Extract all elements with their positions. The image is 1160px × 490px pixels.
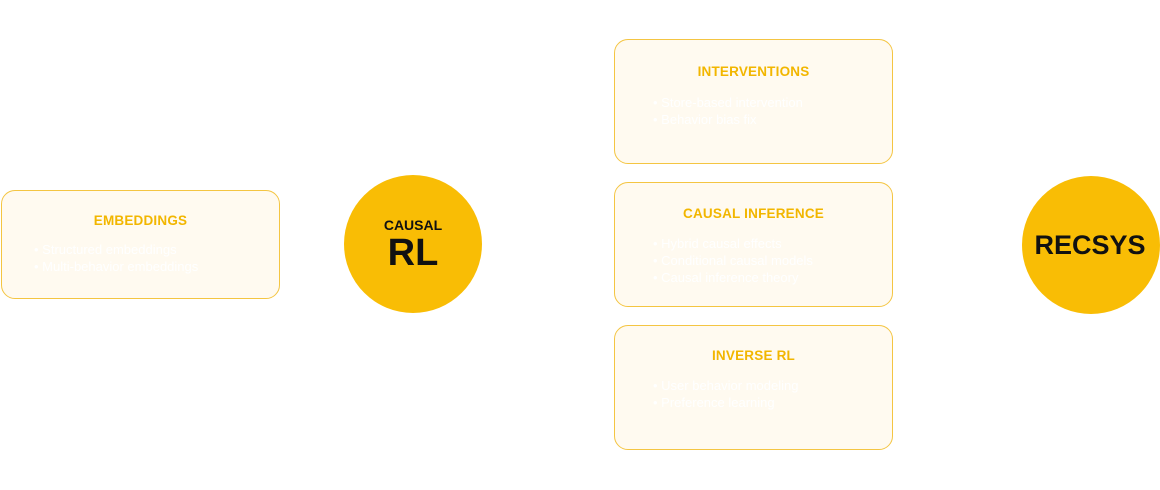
causal-rl-big-label: RL bbox=[387, 232, 439, 274]
interventions-list: • Store-based intervention • Behavior bi… bbox=[653, 94, 803, 128]
list-item: • Structured embeddings bbox=[34, 242, 177, 257]
list-item: • Causal inference theory bbox=[653, 270, 799, 285]
causal-inference-title: CAUSAL INFERENCE bbox=[683, 206, 824, 221]
inverse-rl-title: INVERSE RL bbox=[711, 348, 795, 363]
recsys-label: RECSYS bbox=[1034, 230, 1146, 260]
embeddings-title: EMBEDDINGS bbox=[93, 213, 188, 228]
causal-inference-list: • Hybrid causal effects • Conditional ca… bbox=[653, 235, 813, 286]
list-item: • Behavior bias fix bbox=[653, 112, 757, 127]
list-item: • Hybrid causal effects bbox=[653, 236, 782, 251]
recsys-circle: RECSYS bbox=[1022, 176, 1160, 314]
list-item: • User behavior modeling bbox=[653, 378, 799, 393]
list-item: • Preference learning bbox=[653, 395, 775, 410]
interventions-card: INTERVENTIONS • Store-based intervention… bbox=[614, 39, 893, 164]
inverse-rl-card: INVERSE RL • User behavior modeling • Pr… bbox=[614, 325, 893, 450]
causal-rl-small-label: CAUSAL bbox=[383, 217, 443, 233]
causal-rl-circle: CAUSAL RL bbox=[344, 175, 482, 313]
list-item: • Store-based intervention bbox=[653, 95, 803, 110]
embeddings-card: EMBEDDINGS • Structured embeddings • Mul… bbox=[1, 190, 280, 299]
inverse-rl-list: • User behavior modeling • Preference le… bbox=[653, 377, 798, 411]
embeddings-list: • Structured embeddings • Multi-behavior… bbox=[34, 241, 198, 275]
interventions-title: INTERVENTIONS bbox=[697, 64, 810, 79]
list-item: • Conditional causal models bbox=[653, 253, 813, 268]
causal-inference-card: CAUSAL INFERENCE • Hybrid causal effects… bbox=[614, 182, 893, 307]
list-item: • Multi-behavior embeddings bbox=[34, 259, 199, 274]
